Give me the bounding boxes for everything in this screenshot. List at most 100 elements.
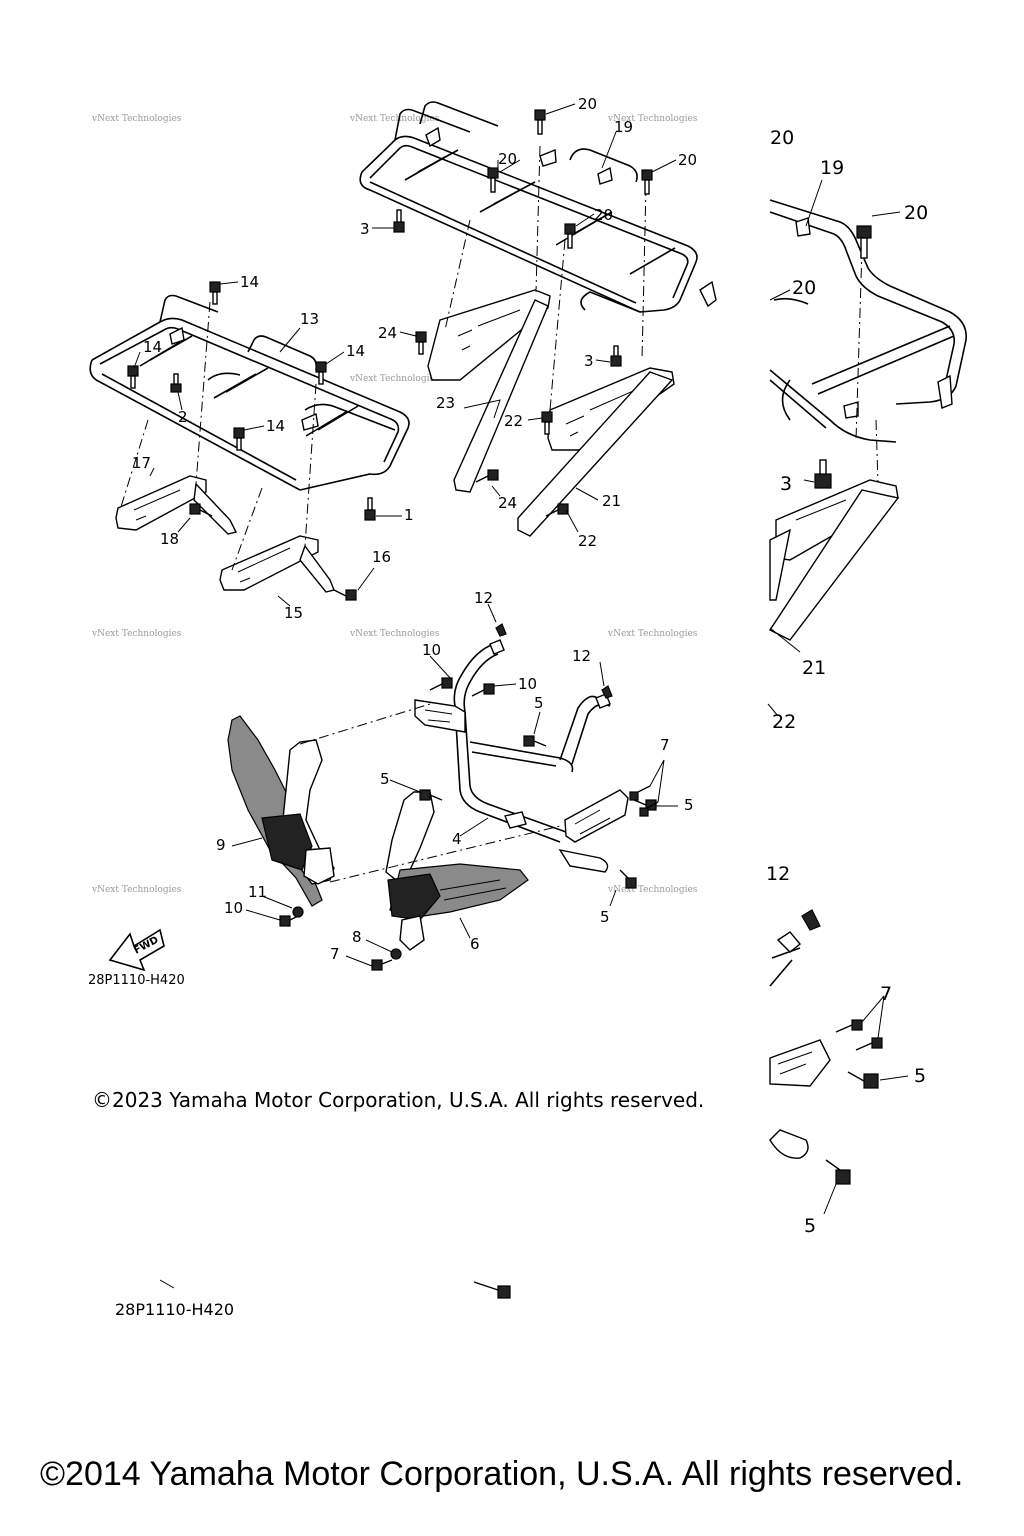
bolt-icon xyxy=(393,209,405,233)
callout: 22 xyxy=(772,711,796,733)
callout: 15 xyxy=(284,604,303,622)
bolt-icon xyxy=(415,331,427,355)
callout: 24 xyxy=(378,324,397,342)
bolt-icon xyxy=(429,677,453,691)
bolt-icon xyxy=(639,801,659,817)
callout: 9 xyxy=(216,836,226,854)
callout: 5 xyxy=(804,1215,816,1237)
bolt-icon xyxy=(473,1281,511,1299)
callout: 3 xyxy=(584,352,594,370)
bolt-icon xyxy=(487,167,499,193)
callout: 13 xyxy=(300,310,319,328)
watermark: vNext Technologies xyxy=(91,114,182,124)
assembly-lines xyxy=(119,145,647,883)
bolt-icon xyxy=(641,169,653,195)
callout: 7 xyxy=(660,736,670,754)
watermark: vNext Technologies xyxy=(91,885,182,895)
bolt-icon xyxy=(564,223,576,249)
side-guard-left xyxy=(227,715,335,907)
callout: 14 xyxy=(266,417,285,435)
callout: 3 xyxy=(780,473,792,495)
bolt-icon xyxy=(814,459,832,489)
rear-carrier xyxy=(359,101,717,313)
callout: 20 xyxy=(678,151,697,169)
callout: 11 xyxy=(248,883,267,901)
bolt-icon xyxy=(545,503,569,517)
watermark: vNext Technologies xyxy=(349,374,440,384)
callout: 6 xyxy=(470,935,480,953)
callout: 16 xyxy=(372,548,391,566)
front-carrier xyxy=(89,294,410,491)
callout: 20 xyxy=(904,202,928,224)
watermark: vNext Technologies xyxy=(607,885,698,895)
front-carrier-stays xyxy=(115,475,335,593)
callout: 1 xyxy=(404,506,414,524)
callout: 12 xyxy=(474,589,493,607)
callout: 5 xyxy=(914,1065,926,1087)
callout: 8 xyxy=(352,928,362,946)
callout: 20 xyxy=(594,206,613,224)
bolt-icon xyxy=(629,785,651,801)
callout: 10 xyxy=(224,899,243,917)
bolt-icon xyxy=(610,345,622,367)
bolt-icon xyxy=(523,735,547,747)
copyright-footer: ©2014 Yamaha Motor Corporation, U.S.A. A… xyxy=(40,1455,964,1493)
front-guard xyxy=(414,639,629,873)
watermark: vNext Technologies xyxy=(607,629,698,639)
callout: 12 xyxy=(572,647,591,665)
callout: 4 xyxy=(452,830,462,848)
callout: 20 xyxy=(498,150,517,168)
bolt-icon xyxy=(233,427,245,451)
bolt-icon xyxy=(847,1071,879,1089)
bolt-icon xyxy=(619,869,637,889)
callout: 2 xyxy=(178,408,188,426)
watermark: vNext Technologies xyxy=(607,114,698,124)
zoom-callouts: 20 19 20 20 3 21 22 12 7 5 5 xyxy=(766,127,928,1237)
callout: 10 xyxy=(518,675,537,693)
bolt-icon xyxy=(475,469,499,483)
bolt-icon xyxy=(534,109,546,135)
bolt-icon xyxy=(471,683,495,697)
watermark: vNext Technologies xyxy=(349,629,440,639)
bolt-icon xyxy=(315,361,327,385)
callout: 5 xyxy=(600,908,610,926)
bolt-icon xyxy=(371,959,393,971)
callout: 18 xyxy=(160,530,179,548)
callout: 17 xyxy=(132,454,151,472)
diagram-code-large: 28P1110-H420 xyxy=(115,1300,235,1319)
callout: 7 xyxy=(880,983,892,1005)
bolt-icon xyxy=(189,503,213,517)
callout: 21 xyxy=(802,657,826,679)
watermarks: vNext Technologies vNext Technologies vN… xyxy=(91,114,698,895)
bolt-icon xyxy=(333,589,357,601)
callout: 7 xyxy=(330,945,340,963)
callout: 23 xyxy=(436,394,455,412)
diagram-code: 28P1110-H420 xyxy=(88,973,185,988)
plug-icon xyxy=(601,685,613,699)
side-guard-right xyxy=(385,791,529,951)
watermark: vNext Technologies xyxy=(349,114,440,124)
callout: 22 xyxy=(578,532,597,550)
bolt-icon xyxy=(633,799,657,811)
callout: 22 xyxy=(504,412,523,430)
bolt-icon xyxy=(855,1037,883,1051)
callout: 20 xyxy=(792,277,816,299)
bolt-icon xyxy=(209,281,221,305)
callout: 10 xyxy=(422,641,441,659)
callout: 20 xyxy=(770,127,794,149)
callout: 5 xyxy=(380,770,390,788)
callout: 19 xyxy=(820,157,844,179)
callout: 21 xyxy=(602,492,621,510)
bolt-icon xyxy=(856,225,872,259)
callout: 14 xyxy=(240,273,259,291)
callout: 5 xyxy=(534,694,544,712)
leader-lines xyxy=(133,103,678,967)
zoomed-rear-carrier xyxy=(767,179,967,717)
copyright-overlay: ©2023 Yamaha Motor Corporation, U.S.A. A… xyxy=(92,1088,705,1112)
bolt-icon xyxy=(127,365,139,389)
callout: 5 xyxy=(684,796,694,814)
bolt-icon xyxy=(825,1159,851,1185)
callouts: 20 19 20 20 20 3 14 13 14 14 24 3 2 23 1… xyxy=(132,95,697,963)
rear-carrier-stays xyxy=(427,289,675,537)
